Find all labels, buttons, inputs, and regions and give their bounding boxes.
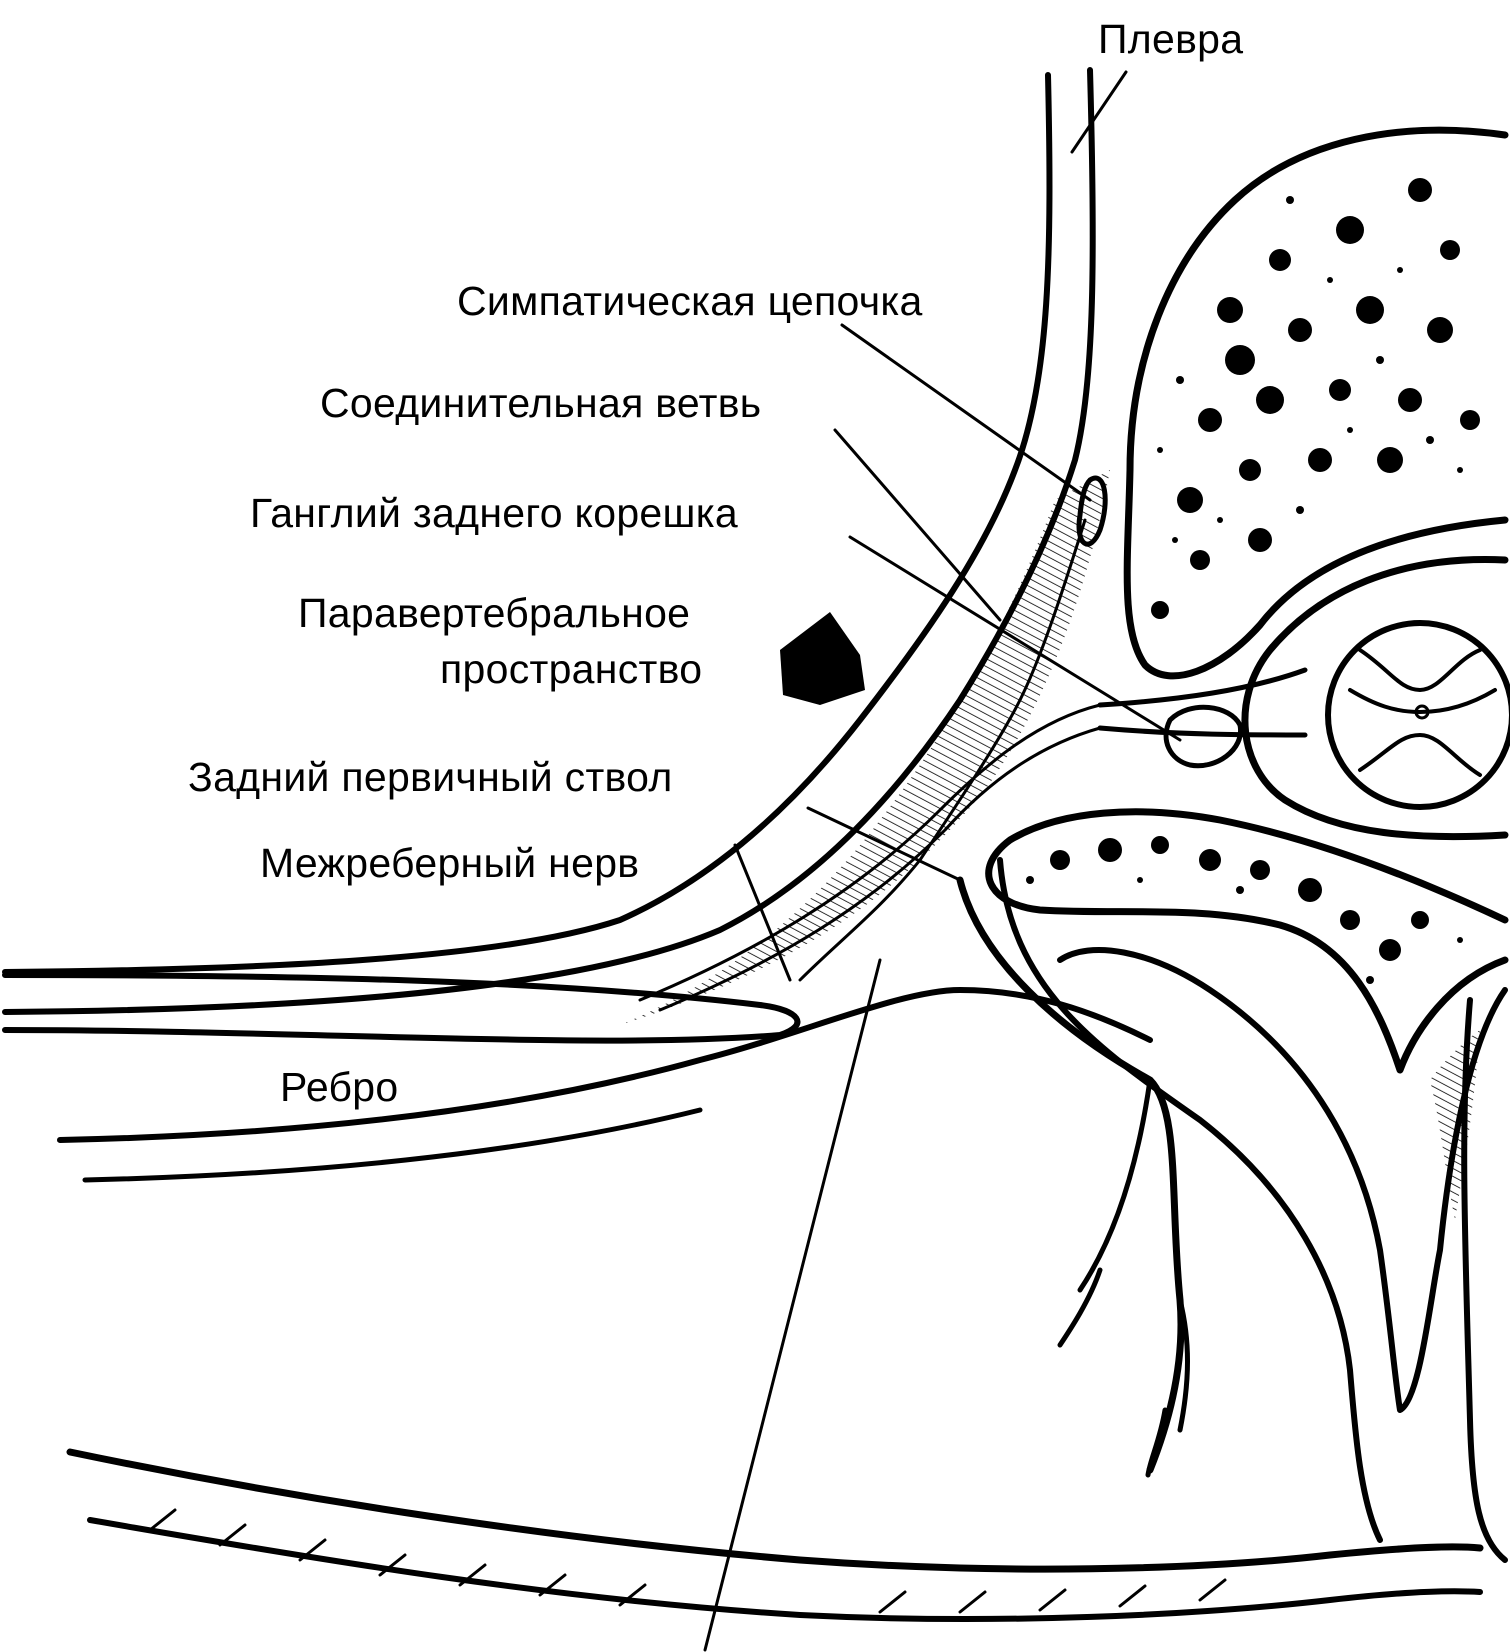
label-paravertebral-space-line1: Паравертебральное xyxy=(298,590,691,636)
label-pleura: Плевра xyxy=(1098,16,1244,62)
pleura-pointer-line xyxy=(1070,70,1128,154)
spinal-cord-grey-matter xyxy=(1348,648,1497,777)
label-intercostal-nerve: Межреберный нерв xyxy=(260,840,640,886)
needle xyxy=(703,958,882,1652)
label-sympathetic-chain: Симпатическая цепочка xyxy=(457,278,923,324)
sympathetic-ganglion xyxy=(1076,475,1108,547)
leader-intercostal xyxy=(733,843,792,982)
transverse-process-marrow-speckles xyxy=(1026,836,1463,984)
posterior-ramus-branch-right xyxy=(1145,1297,1190,1478)
paraspinal-muscle-outline-1 xyxy=(997,857,1383,1543)
vertebral-body-marrow-speckles xyxy=(1151,178,1480,619)
pleura-outer-line xyxy=(2,72,1053,975)
leader-posterior-trunk xyxy=(806,806,962,882)
skin-surface xyxy=(66,1448,1484,1573)
label-posterior-primary-trunk: Задний первичный ствол xyxy=(188,754,673,800)
paraspinal-muscle-shading xyxy=(1430,1030,1480,1220)
label-paravertebral-space-line2: пространство xyxy=(440,646,703,692)
pleura-inner-line xyxy=(2,67,1096,1015)
label-dorsal-root-ganglion: Ганглий заднего корешка xyxy=(250,490,738,536)
central-canal xyxy=(1414,704,1430,720)
vertebral-body xyxy=(1123,126,1509,680)
paravertebral-space-arrow-icon xyxy=(780,612,865,705)
spinal-canal-outline xyxy=(1241,556,1509,841)
skin-hair-ticks xyxy=(148,1508,1227,1614)
spinal-cord xyxy=(1325,620,1510,810)
leader-ganglion xyxy=(848,535,1182,742)
label-rib: Ребро xyxy=(280,1064,399,1110)
transverse-process xyxy=(985,808,1509,1074)
skin-lower-edge xyxy=(87,1517,1483,1623)
rib-upper-edge xyxy=(2,972,801,1044)
posterior-primary-ramus xyxy=(956,876,1185,1474)
spinal-nerve-root xyxy=(1097,667,1308,738)
leader-sympathetic-chain xyxy=(840,323,1092,502)
rib-shaft-lower xyxy=(82,1107,703,1183)
rib-lower-edge xyxy=(57,987,1153,1143)
posterior-ramus-branch-left xyxy=(1057,1077,1153,1348)
leader-connecting-branch xyxy=(833,428,1002,622)
dorsal-root-ganglion xyxy=(1163,704,1243,769)
leader-lines xyxy=(733,323,1182,982)
label-connecting-branch: Соединительная ветвь xyxy=(320,380,762,426)
paraspinal-muscle-outline-2 xyxy=(1057,947,1508,1413)
